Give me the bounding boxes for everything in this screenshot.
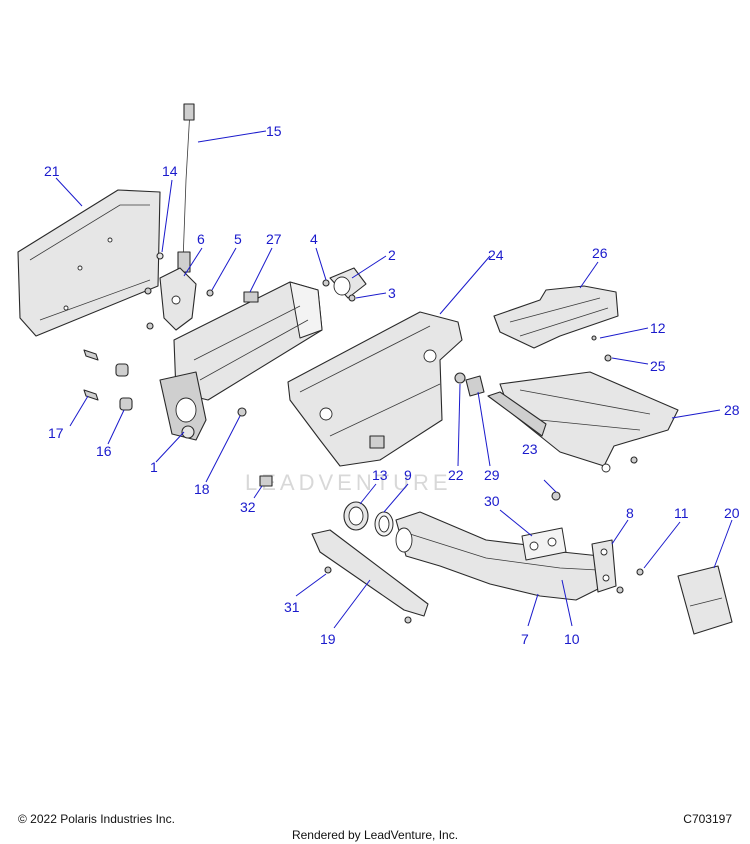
callout-16: 16 [96,443,112,459]
part-heat-shield-left [17,189,161,337]
callout-26: 26 [592,245,608,261]
callout-19: 19 [320,631,336,647]
callout-31: 31 [284,599,300,615]
callout-28: 28 [724,402,740,418]
callout-10: 10 [564,631,580,647]
callout-20: 20 [724,505,740,521]
drawing-code: C703197 [683,812,732,826]
callout-29: 29 [484,467,500,483]
callout-17: 17 [48,425,64,441]
callout-24: 24 [488,247,504,263]
leader-lines [55,130,733,629]
part-flange [591,539,617,593]
callout-6: 6 [197,231,205,247]
watermark-text: LEADVENTURE [245,470,452,495]
part-muffler [159,281,323,441]
callout-32: 32 [240,499,256,515]
part-heat-shield-center [287,311,463,467]
fasteners [83,279,670,624]
callout-labels: 1 2 3 4 5 6 7 8 9 10 11 12 13 14 15 16 1… [44,123,740,647]
callout-2: 2 [388,247,396,263]
callout-14: 14 [162,163,178,179]
rendered-by-text: Rendered by LeadVenture, Inc. [291,828,459,842]
part-heat-shield-upper-right [493,285,619,349]
part-heat-shield-strip [311,529,429,617]
callout-9: 9 [404,467,412,483]
part-coupler [343,501,369,531]
callout-18: 18 [194,481,210,497]
callout-22: 22 [448,467,464,483]
callout-12: 12 [650,320,666,336]
callout-1: 1 [150,459,158,475]
part-gasket-9 [374,511,394,537]
copyright-text: © 2022 Polaris Industries Inc. [18,812,175,826]
callout-8: 8 [626,505,634,521]
callout-30: 30 [484,493,500,509]
callout-4: 4 [310,231,318,247]
part-bracket [159,267,197,331]
callout-21: 21 [44,163,60,179]
part-tailpipe-tip [329,267,367,299]
callout-23: 23 [522,441,538,457]
callout-13: 13 [372,467,388,483]
part-heat-shield-lower-right [487,371,679,473]
callout-25: 25 [650,358,666,374]
callout-27: 27 [266,231,282,247]
callout-7: 7 [521,631,529,647]
callout-5: 5 [234,231,242,247]
part-plate [677,565,733,635]
callout-3: 3 [388,285,396,301]
part-head-pipe [395,511,605,601]
part-gasket-30 [521,527,567,561]
callout-15: 15 [266,123,282,139]
callout-11: 11 [674,505,689,521]
part-clamp-27 [243,291,259,303]
